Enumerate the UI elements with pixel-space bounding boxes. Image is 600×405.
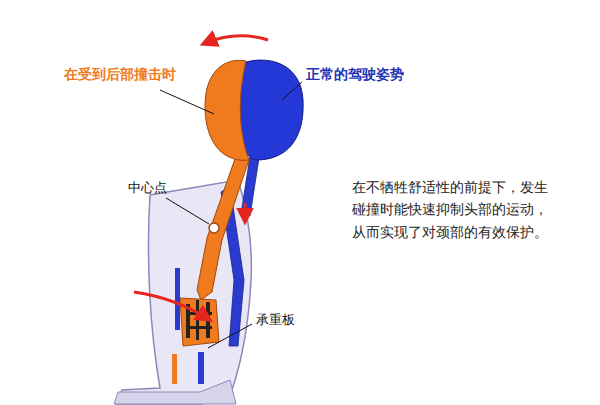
rotation-arrow <box>134 292 210 320</box>
impact-label: 在受到后部撞击时 <box>64 66 176 83</box>
note-text: 在不牺牲舒适性的前提下，发生 碰撞时能快速抑制头部的运动， 从而实现了对颈部的有… <box>352 176 554 243</box>
orange-frame-arm <box>197 156 249 300</box>
leader-line <box>166 198 209 224</box>
part-label: 承重板 <box>256 312 295 328</box>
headrest-impact <box>205 60 249 160</box>
rotation-arrow <box>203 36 268 44</box>
leader-line <box>208 324 252 348</box>
headrest-normal <box>238 60 303 160</box>
leader-line <box>282 82 302 100</box>
part-label: 中心点 <box>128 180 167 196</box>
leader-line <box>160 90 214 114</box>
center-point <box>209 223 219 233</box>
mechanism-bar <box>186 326 212 329</box>
blue-bar <box>175 268 180 330</box>
blue-bar <box>198 352 204 384</box>
normal-label: 正常的驾驶姿势 <box>306 66 404 83</box>
orange-bar <box>172 354 177 384</box>
motion-arrow <box>244 203 247 222</box>
mechanism-bar <box>196 300 199 340</box>
